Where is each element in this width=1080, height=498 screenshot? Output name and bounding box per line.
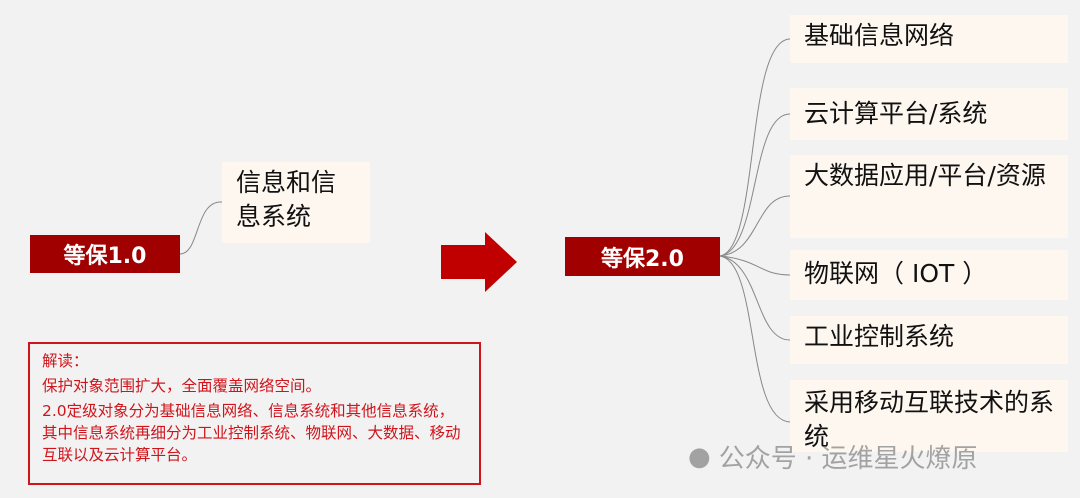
node-basic-network: 基础信息网络 <box>790 15 1068 63</box>
node-ics: 工业控制系统 <box>790 316 1068 364</box>
arrow-right-icon <box>441 232 517 292</box>
node-bigdata: 大数据应用/平台/资源 <box>790 155 1068 238</box>
level-1-label: 等保1.0 <box>30 235 180 273</box>
note-line1: 保护对象范围扩大，全面覆盖网络空间。 <box>42 377 322 395</box>
note-line2: 2.0定级对象分为基础信息网络、信息系统和其他信息系统，其中信息系统再细分为工业… <box>42 402 461 464</box>
connector <box>719 195 791 257</box>
node-mobile: 采用移动互联技术的系统 <box>790 380 1068 452</box>
node-cloud: 云计算平台/系统 <box>790 88 1068 140</box>
watermark: ● 公众号 · 运维星火燎原 <box>688 438 977 475</box>
connector <box>719 255 791 423</box>
wechat-icon: ● <box>688 441 711 472</box>
node-info-system: 信息和信息系统 <box>222 162 370 243</box>
connector <box>719 113 791 257</box>
watermark-text: 公众号 · 运维星火燎原 <box>718 444 978 474</box>
note-box: 解读： 保护对象范围扩大，全面覆盖网络空间。 2.0定级对象分为基础信息网络、信… <box>28 342 481 485</box>
connector <box>719 38 791 257</box>
connector <box>719 255 791 341</box>
note-title: 解读： <box>42 352 89 370</box>
connector-1 <box>179 201 223 255</box>
level-2-label: 等保2.0 <box>565 237 720 276</box>
connector <box>719 255 791 276</box>
node-iot: 物联网（ IOT ） <box>790 250 1068 300</box>
